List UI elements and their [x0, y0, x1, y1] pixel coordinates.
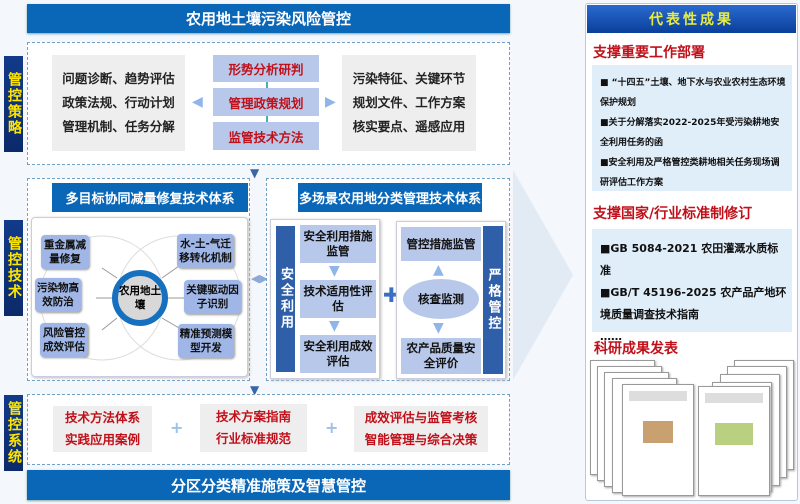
- tech-left-item: 水-土-气迁移转化机制: [177, 234, 234, 268]
- system-line: 技术方法体系: [64, 410, 140, 425]
- results-section-title: 支撑重要工作部署: [593, 45, 705, 61]
- tech-left-item: 污染物高效防治: [35, 278, 81, 312]
- safe-step: 技术适用性评估: [300, 280, 376, 318]
- arrow-down-icon: ▼: [329, 318, 340, 334]
- strategy-left-box: 问题诊断、趋势评估 政策法规、行动计划 管理机制、任务分解: [52, 55, 185, 151]
- system-line: 行业标准规范: [215, 431, 291, 446]
- arrow-down-icon: ▼: [433, 320, 444, 336]
- tech-left-item: 重金属减量修复: [41, 235, 89, 269]
- safe-step: 安全利用措施监管: [300, 225, 376, 263]
- safe-use-label: 安全利用: [276, 226, 295, 372]
- strategy-left-item: 政策法规、行动计划: [62, 95, 175, 110]
- arrow-up-icon: ▲: [433, 262, 444, 278]
- strategy-center-item: 形势分析研判: [213, 55, 319, 82]
- tech-left-item: 关键驱动因子识别: [184, 280, 241, 314]
- system-box: 技术方法体系实践应用案例: [53, 406, 152, 452]
- safe-step: 安全利用成效评估: [300, 335, 376, 373]
- results-item: ■GB 5084-2021 农田灌溉水质标准: [600, 242, 779, 277]
- down-arrow-icon: ▼: [250, 166, 260, 180]
- system-line: 成效评估与监管考核: [364, 410, 478, 425]
- tech-left-item: 风险管控成效评估: [40, 323, 88, 357]
- strategy-center-item: 管理政策规划: [213, 88, 319, 116]
- strategy-center-item: 监管技术方法: [213, 122, 319, 150]
- side-label-technology: 管控技术: [4, 220, 23, 316]
- tech-left-panel: 农用地土壤 重金属减量修复 污染物高效防治 风险管控成效评估 水-土-气迁移转化…: [31, 217, 248, 377]
- system-line: 智能管理与综合决策: [364, 432, 478, 447]
- results-item: ■GB/T 45196-2025 农产品产地环境质量调查技术指南: [600, 286, 787, 321]
- strict-control-panel: 管控措施监管 ▲ 核查监测 ▼ 农产品质量安全评价 严格管控: [396, 221, 506, 379]
- strategy-right-item: 核实要点、遥感应用: [352, 119, 466, 134]
- publications-thumbnails: [590, 356, 795, 496]
- side-label-system: 管控系统: [4, 395, 23, 471]
- strict-step: 农产品质量安全评价: [401, 338, 481, 374]
- results-list-1: ■ “十四五”土壤、地下水与农业农村生态环境保护规划 ■关于分解落实2022-2…: [592, 65, 792, 191]
- soil-center-label: 农用地土壤: [119, 285, 161, 311]
- safe-use-panel: 安全利用 安全利用措施监管 ▼ 技术适用性评估 ▼ 安全利用成效评估: [270, 219, 380, 379]
- strict-label: 严格管控: [483, 226, 503, 374]
- arrow-right-icon: ▶: [325, 94, 336, 110]
- strategy-left-item: 问题诊断、趋势评估: [62, 71, 175, 86]
- bottom-bar: 分区分类精准施策及智慧管控: [27, 470, 510, 500]
- results-section-title: 科研成果发表: [594, 341, 678, 357]
- strict-step: 管控措施监管: [401, 227, 481, 261]
- results-item: ……: [600, 330, 622, 343]
- system-box: 技术方案指南行业标准规范: [200, 404, 307, 452]
- strategy-right-item: 污染特征、关键环节: [352, 71, 466, 86]
- tech-left-header: 多目标协同减量修复技术体系: [52, 183, 248, 212]
- strategy-right-item: 规划文件、工作方案: [352, 95, 466, 110]
- results-list-2: ■GB 5084-2021 农田灌溉水质标准 ■GB/T 45196-2025 …: [592, 229, 792, 343]
- strategy-left-item: 管理机制、任务分解: [62, 119, 175, 134]
- side-label-strategy: 管控策略: [4, 56, 23, 152]
- tech-right-header: 多场景农用地分类管理技术体系: [298, 183, 482, 212]
- down-arrow-icon: ▼: [250, 383, 260, 397]
- paper-thumbnail: [622, 384, 694, 496]
- strict-center: 核查监测: [403, 279, 479, 319]
- double-arrow-icon: ◀▶: [251, 272, 268, 285]
- plus-icon: ✚: [383, 283, 400, 307]
- results-item: ■安全利用及严格管控类耕地相关任务现场调研评估工作方案: [600, 158, 780, 188]
- results-header: 代表性成果: [587, 5, 796, 33]
- strategy-right-box: 污染特征、关键环节 规划文件、工作方案 核实要点、遥感应用: [342, 55, 476, 151]
- results-item: ■ “十四五”土壤、地下水与农业农村生态环境保护规划: [600, 78, 786, 108]
- system-box: 成效评估与监管考核智能管理与综合决策: [354, 406, 488, 452]
- system-line: 实践应用案例: [64, 432, 140, 447]
- plus-icon: +: [170, 418, 184, 437]
- plus-icon: +: [325, 418, 339, 437]
- main-title: 农用地土壤污染风险管控: [27, 4, 510, 33]
- system-line: 技术方案指南: [215, 409, 291, 424]
- results-section-title: 支撑国家/行业标准制修订: [593, 206, 753, 222]
- results-item: ■关于分解落实2022-2025年受污染耕地安全利用任务的函: [600, 118, 780, 148]
- paper-thumbnail: [698, 386, 770, 496]
- tech-left-item: 精准预测模型开发: [178, 324, 234, 358]
- arrow-left-icon: ◀: [192, 94, 203, 110]
- big-right-arrow-icon: [513, 170, 573, 380]
- arrow-down-icon: ▼: [329, 263, 340, 279]
